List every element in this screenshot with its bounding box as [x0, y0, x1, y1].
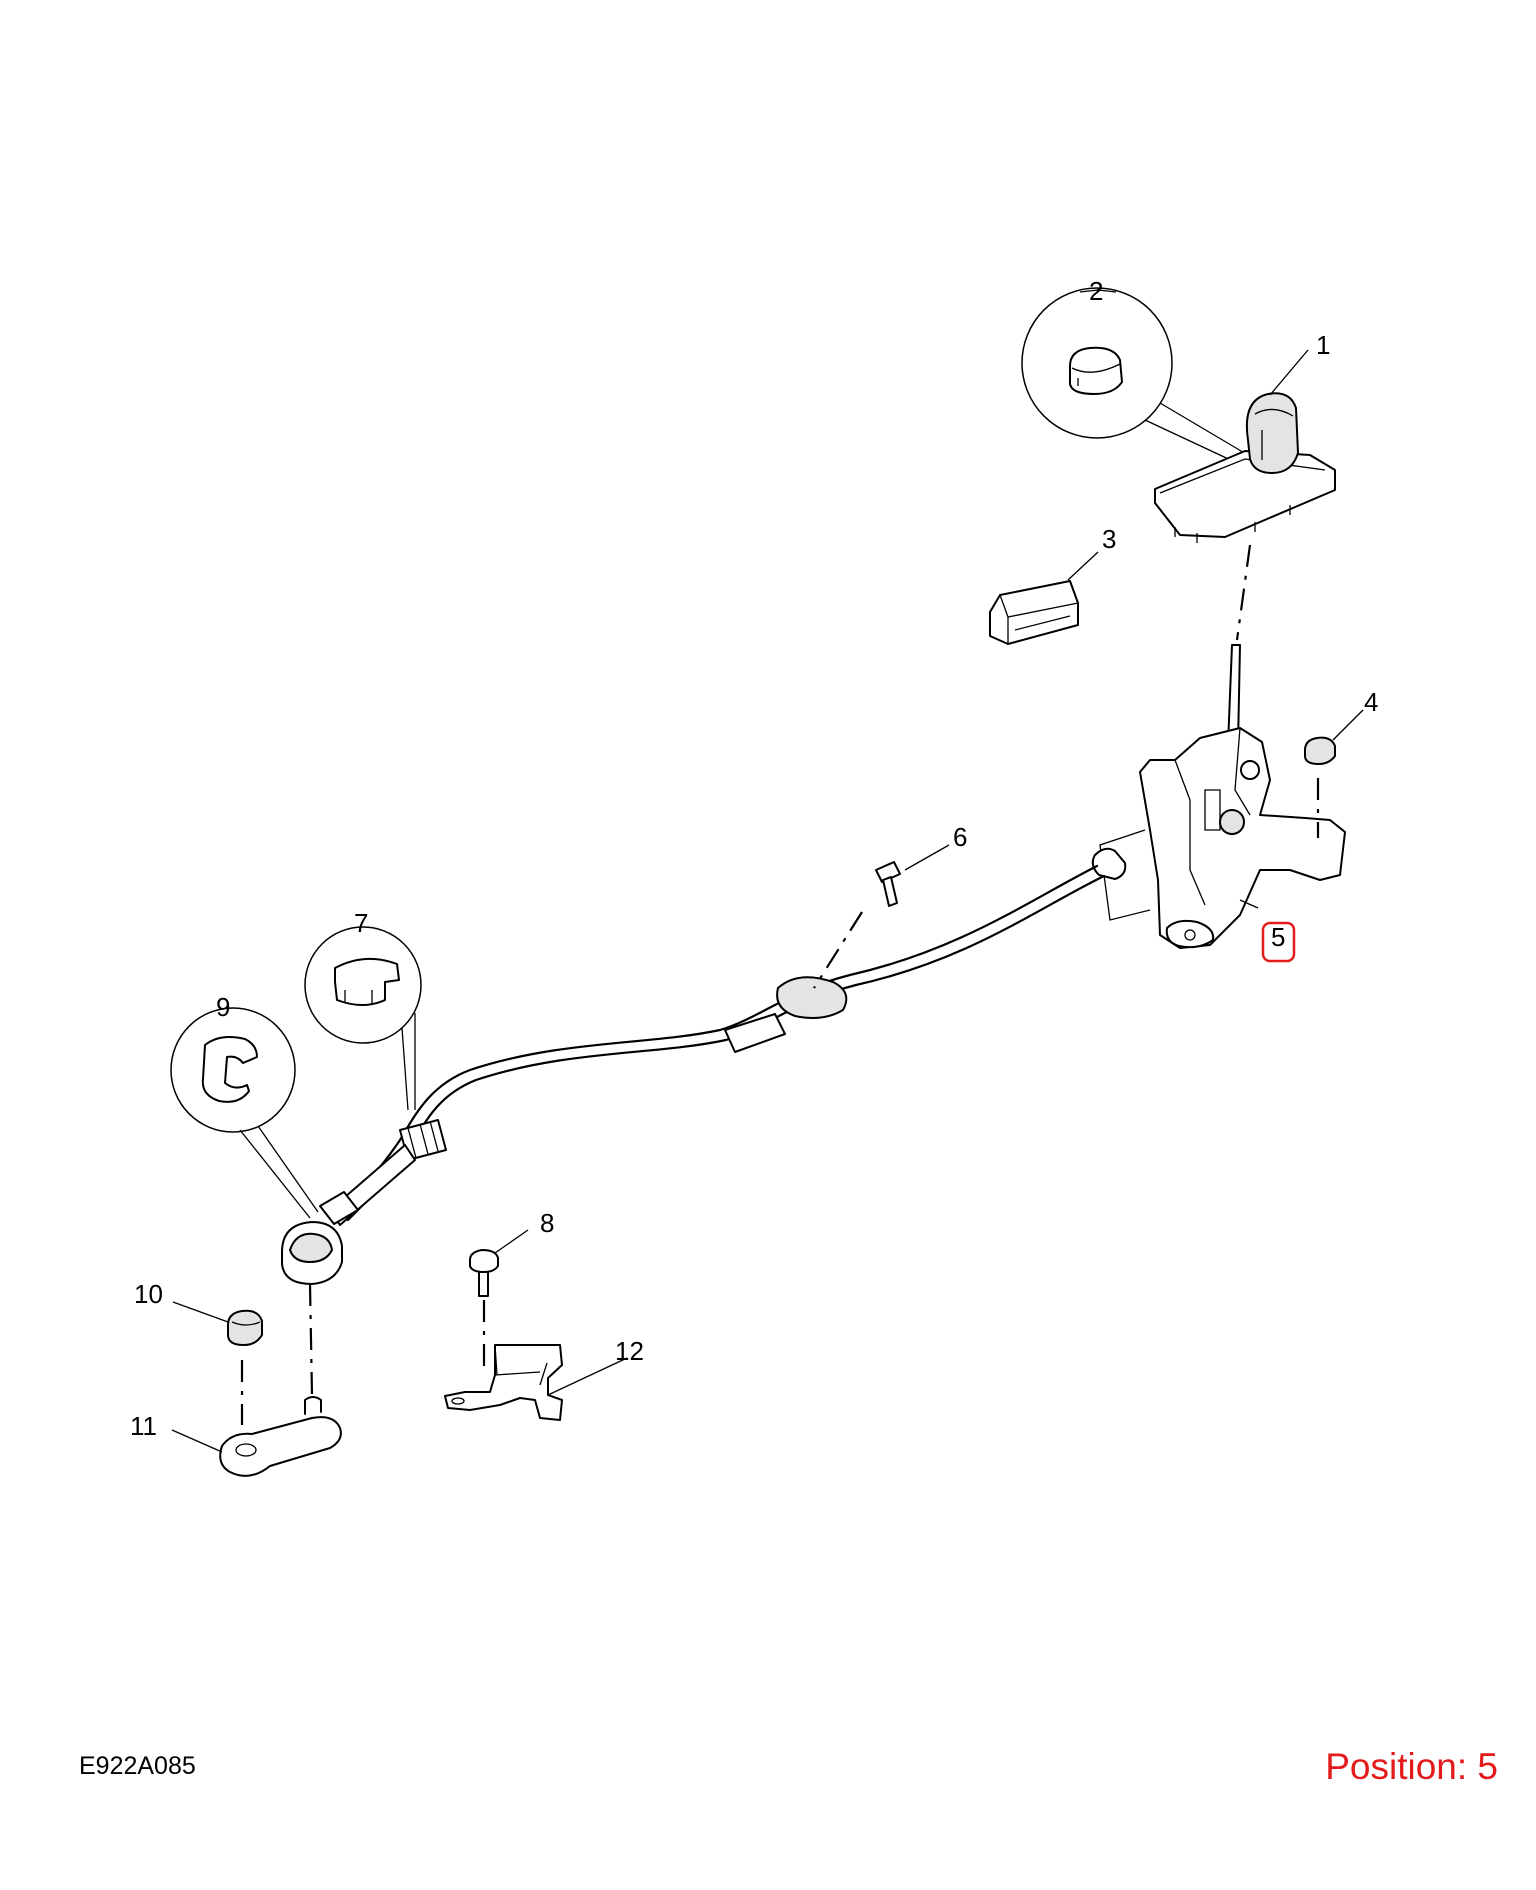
lever-arm-part-11[interactable]: [219, 1396, 342, 1477]
bolt-part-8[interactable]: [469, 1249, 499, 1375]
callout-8[interactable]: 8: [540, 1208, 554, 1238]
bracket-part-12[interactable]: [444, 1344, 563, 1421]
callout-9[interactable]: 9: [216, 992, 230, 1022]
callout-10[interactable]: 10: [134, 1279, 163, 1309]
clip-part-7[interactable]: [334, 957, 400, 1006]
bushing-part-9[interactable]: [201, 1036, 258, 1103]
nut-part-4[interactable]: [1304, 736, 1336, 838]
detail-circle-7: [304, 926, 422, 1111]
callout-6[interactable]: 6: [953, 822, 967, 852]
callout-1[interactable]: 1: [1316, 330, 1330, 360]
callout-12[interactable]: 12: [615, 1336, 644, 1366]
detail-circle-2: [1021, 287, 1259, 471]
highlight-box-callout-5: [1261, 921, 1296, 963]
callout-11[interactable]: 11: [130, 1411, 157, 1441]
drawing-code: E922A085: [79, 1752, 196, 1780]
callout-4[interactable]: 4: [1364, 687, 1378, 717]
cable-eye-end[interactable]: [281, 1221, 343, 1396]
shift-cable[interactable]: [319, 864, 1106, 1226]
nut-part-10[interactable]: [227, 1309, 263, 1425]
selector-lever-housing-part-5[interactable]: [1091, 544, 1346, 949]
shift-knob-bezel-part-1[interactable]: [1154, 392, 1336, 543]
callout-numbers: 1 2 3 4 5 6 7 8 9 10 11 12: [130, 276, 1378, 1441]
detail-circle-9: [170, 1007, 319, 1219]
callout-5[interactable]: 5: [1271, 922, 1285, 952]
callout-7[interactable]: 7: [354, 908, 368, 938]
callout-leaders: [171, 288, 1364, 1453]
bushing-part-2[interactable]: [1069, 346, 1123, 395]
position-label: Position: 5: [1325, 1746, 1498, 1787]
callout-2[interactable]: 2: [1089, 276, 1103, 306]
callout-3[interactable]: 3: [1102, 524, 1116, 554]
switch-module-part-3[interactable]: [989, 580, 1079, 645]
bolt-part-6[interactable]: [813, 861, 901, 989]
